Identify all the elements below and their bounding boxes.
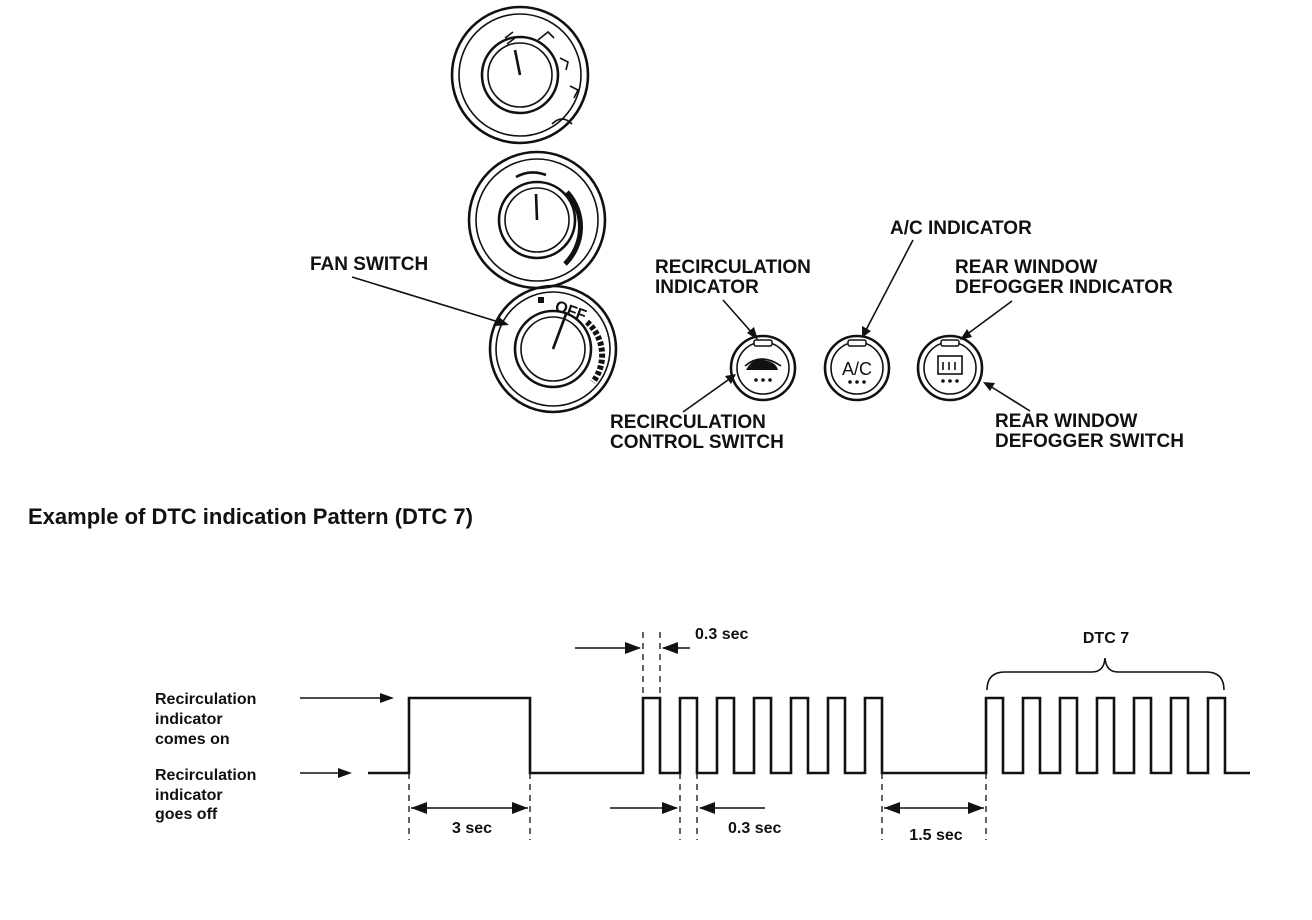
ac-button[interactable]: A/C [823,334,891,402]
gap-duration: 1.5 sec [909,827,962,844]
fan-off-label: OFF [552,298,588,325]
rear-defogger-indicator-label-1: REAR WINDOW [955,257,1098,278]
mode-dial[interactable] [450,5,590,145]
mode-floor-icon [559,57,569,71]
fan-switch-dial[interactable]: OFF [488,284,618,414]
svg-text:indicator: indicator [155,711,223,728]
long-on-duration: 3 sec [452,820,492,837]
fan-switch-label: FAN SWITCH [310,254,428,275]
short-on-duration: 0.3 sec [695,626,748,643]
svg-text:Recirculation: Recirculation [155,691,256,708]
rear-defogger-indicator-light [940,339,960,347]
ac-indicator-label: A/C INDICATOR [890,218,1032,239]
ac-button-text: A/C [842,359,872,379]
recirculation-switch-label-1: RECIRCULATION [610,412,766,433]
svg-text:comes on: comes on [155,731,230,748]
recirculation-car-icon [744,358,782,370]
mode-vent-icon [504,31,516,45]
dtc-group-brace [986,657,1225,691]
svg-text:goes off: goes off [155,806,218,823]
dtc-group-label: DTC 7 [1083,630,1129,647]
mode-defrost-icon [551,118,573,125]
rear-defogger-button[interactable] [916,334,984,402]
state-on-label: Recirculation indicator comes on [155,691,256,748]
recirculation-control-switch[interactable] [729,334,797,402]
mode-bilevel-icon [537,30,555,41]
rear-defogger-switch-label-1: REAR WINDOW [995,411,1138,432]
mode-floor-defrost-icon [569,85,580,99]
temperature-dial[interactable] [467,150,607,290]
rear-defogger-indicator-label-2: DEFOGGER INDICATOR [955,277,1173,298]
rear-defogger-icon [937,355,963,375]
svg-text:indicator: indicator [155,787,223,804]
short-off-duration: 0.3 sec [728,820,781,837]
state-off-label: Recirculation indicator goes off [155,767,256,823]
recirculation-indicator-light [753,339,773,347]
recirculation-switch-label-2: CONTROL SWITCH [610,432,784,453]
rear-defogger-switch-label-2: DEFOGGER SWITCH [995,431,1184,452]
svg-text:Recirculation: Recirculation [155,767,256,784]
recirculation-indicator-label-2: INDICATOR [655,277,759,298]
recirculation-indicator-label-1: RECIRCULATION [655,257,811,278]
section-title: Example of DTC indication Pattern (DTC 7… [28,504,473,529]
ac-indicator-light [847,339,867,347]
indicator-waveform [368,696,1250,775]
